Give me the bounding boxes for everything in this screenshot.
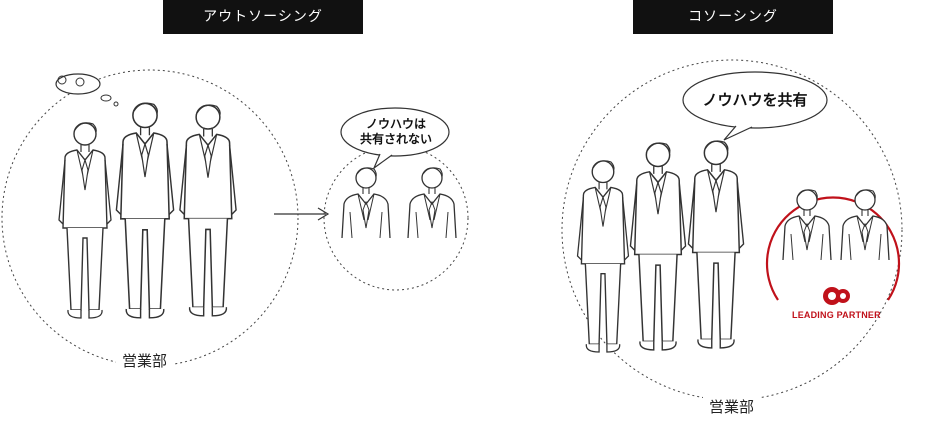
speech-bubble-icon [682, 71, 828, 141]
person-figure-icon [687, 140, 745, 349]
thought-bubble-icon [55, 73, 119, 107]
outsourcing-title: アウトソーシング [163, 0, 363, 34]
person-figure-icon [58, 122, 112, 319]
bubble-no-share-line1: ノウハウは [365, 117, 426, 131]
leading-partner-circle [765, 196, 901, 301]
cosourcing-title: コソーシング [633, 0, 833, 34]
person-figure-icon [782, 189, 832, 261]
person-figure-icon [341, 167, 391, 239]
bubble-share-knowhow: ノウハウを共有 [702, 91, 808, 109]
sales-dept-label-right: 営業部 [703, 396, 761, 417]
bubble-no-share: ノウハウは 共有されない [344, 117, 448, 147]
leading-partner-logo [823, 287, 850, 305]
sales-dept-circle-left [1, 69, 299, 367]
outsource-partner-circle [323, 145, 469, 291]
person-figure-icon [115, 102, 175, 319]
person-figure-icon [407, 167, 457, 239]
arrow-right-icon [274, 207, 330, 221]
bubble-no-share-line2: 共有されない [359, 132, 432, 146]
leading-partner-label: LEADING PARTNER [792, 310, 881, 320]
person-figure-icon [629, 142, 687, 351]
person-figure-icon [179, 104, 237, 317]
person-figure-icon [576, 160, 630, 353]
speech-bubble-icon [340, 107, 450, 170]
sales-dept-label-left: 営業部 [116, 350, 174, 371]
